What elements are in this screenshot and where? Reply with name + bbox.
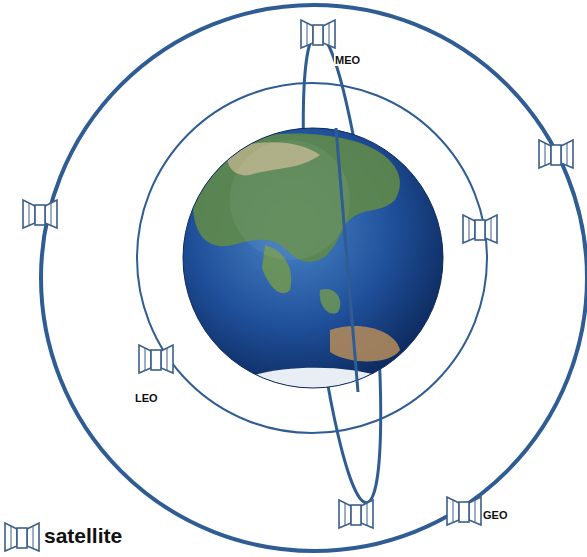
orbit-label: MEO [334, 50, 361, 68]
satellite-icon [539, 140, 573, 168]
satellite-icon [463, 215, 497, 243]
geo-orbit [41, 5, 587, 551]
legend-text: satellite [44, 524, 122, 547]
legend-satellite-icon [5, 523, 39, 551]
orbit-name: LEO [134, 392, 159, 404]
orbit-name: MEO [334, 54, 361, 66]
meo-orbit-front [336, 128, 358, 392]
satellite-icon [139, 345, 173, 373]
earth [183, 128, 443, 392]
satellite-icon [339, 500, 373, 528]
satellite-icon [301, 20, 335, 48]
satellite-icon [23, 200, 57, 228]
satellite-icon [447, 497, 481, 525]
orbit-name: GEO [482, 509, 508, 521]
legend-entry: satellite [44, 524, 122, 548]
leo-orbit [137, 83, 487, 433]
orbit-label: LEO [134, 388, 159, 406]
orbit-label: GEO [482, 505, 508, 523]
